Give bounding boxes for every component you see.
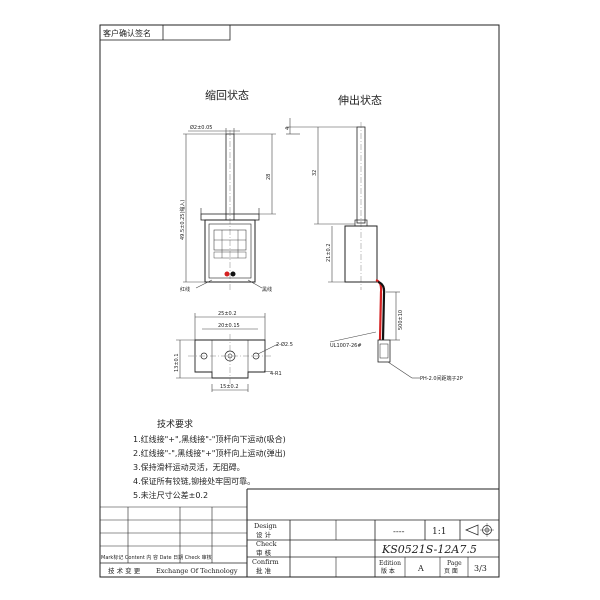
- hole-span-dim: 20±0.15: [218, 323, 240, 329]
- requirement-item: 4.保证所有铰链,铆接处牢固可靠。: [133, 476, 255, 486]
- part-number: KS0521S-12A7.5: [381, 543, 477, 556]
- connector: [377, 339, 391, 363]
- sheet-border: [99, 24, 500, 578]
- requirement-item: 3.保持滑杆运动灵活，无阻碍。: [133, 462, 245, 472]
- radius-dim: 4-R1: [270, 371, 282, 377]
- black-wire: [377, 280, 386, 341]
- requirement-item: 2.红线接"-",黑线接"+"顶杆向上运动(弹出): [133, 448, 286, 458]
- solenoid-body: [204, 219, 256, 283]
- body-height-dim: 49.5±0.25(缩入): [179, 200, 186, 240]
- page-label-en: Page: [447, 560, 462, 567]
- stroke-dim: 4: [285, 127, 291, 130]
- confirm-label-cn: 批 准: [256, 566, 272, 575]
- retracted-view-title: 缩回状态: [205, 88, 249, 102]
- extended-view-title: 伸出状态: [338, 93, 382, 107]
- edition-label-en: Edition: [379, 560, 401, 567]
- requirement-item: 1.红线接"+",黑线接"-"顶杆向下运动(吸合): [133, 434, 286, 444]
- requirements-title: 技术要求: [157, 418, 193, 430]
- projection-symbol-icon: [465, 523, 494, 537]
- revision-header: Mark标记 Content 内 容 Date 日期 Check 审核: [101, 554, 212, 561]
- design-label-en: Design: [254, 522, 277, 530]
- title-block: Mark标记 Content 内 容 Date 日期 Check 审核 技 术 …: [100, 488, 499, 577]
- connector-label: PH-2.0间距端子2P: [420, 375, 463, 382]
- page-label-cn: 页 面: [444, 568, 458, 575]
- black-wire-dot: [230, 271, 236, 277]
- red-wire-label: 红线: [180, 286, 190, 293]
- technical-requirements: 技术要求 1.红线接"+",黑线接"-"顶杆向下运动(吸合) 2.红线接"-",…: [133, 418, 286, 500]
- check-label-en: Check: [256, 540, 277, 548]
- wire-len-dim: 500±10: [398, 310, 404, 330]
- rod-dia-dim: Ø2±0.05: [190, 124, 212, 131]
- extended-view: 4 32 21±0.2 500±10 UL1007-26# PH-2.0间距端子…: [285, 118, 463, 382]
- ext-body-dim: 21±0.2: [326, 243, 332, 262]
- dash-field: ----: [393, 527, 405, 536]
- red-wire: [375, 278, 383, 341]
- retracted-view: Ø2±0.05 红线 黑线 49.5±0.25(缩入) 28: [179, 124, 276, 293]
- holes-dim: 2-Ø2.5: [276, 341, 293, 348]
- scale-field: 1:1: [432, 527, 446, 537]
- revision-footer-en: Exchange Of Technology: [156, 567, 238, 575]
- bottom-width-dim: 15±0.2: [220, 384, 239, 390]
- confirm-label-en: Confirm: [252, 558, 279, 566]
- side-height-dim: 13±0.1: [174, 353, 180, 372]
- plan-view: 25±0.2 20±0.15 2-Ø2.5 4-R1 13±0.1 15±0.2: [174, 311, 293, 392]
- bracket-width-dim: 25±0.2: [218, 311, 237, 317]
- rod-len-dim: 28: [266, 174, 272, 180]
- design-label-cn: 设 计: [256, 530, 272, 539]
- requirement-item: 5.未注尺寸公差±0.2: [133, 490, 208, 500]
- extended-body: [344, 225, 378, 283]
- red-wire-dot: [224, 271, 230, 277]
- ext-len-dim: 32: [312, 170, 318, 176]
- check-label-cn: 审 核: [256, 548, 272, 557]
- revision-footer-cn: 技 术 变 更: [108, 566, 141, 575]
- edition-value: A: [417, 564, 424, 573]
- customer-signature-box: [99, 24, 231, 41]
- edition-label-cn: 版 本: [381, 567, 395, 575]
- cable-label: UL1007-26#: [330, 343, 362, 349]
- page-value: 3/3: [474, 564, 487, 573]
- customer-signature-label: 客户确认签名: [103, 28, 151, 38]
- black-wire-label: 黑线: [262, 286, 272, 293]
